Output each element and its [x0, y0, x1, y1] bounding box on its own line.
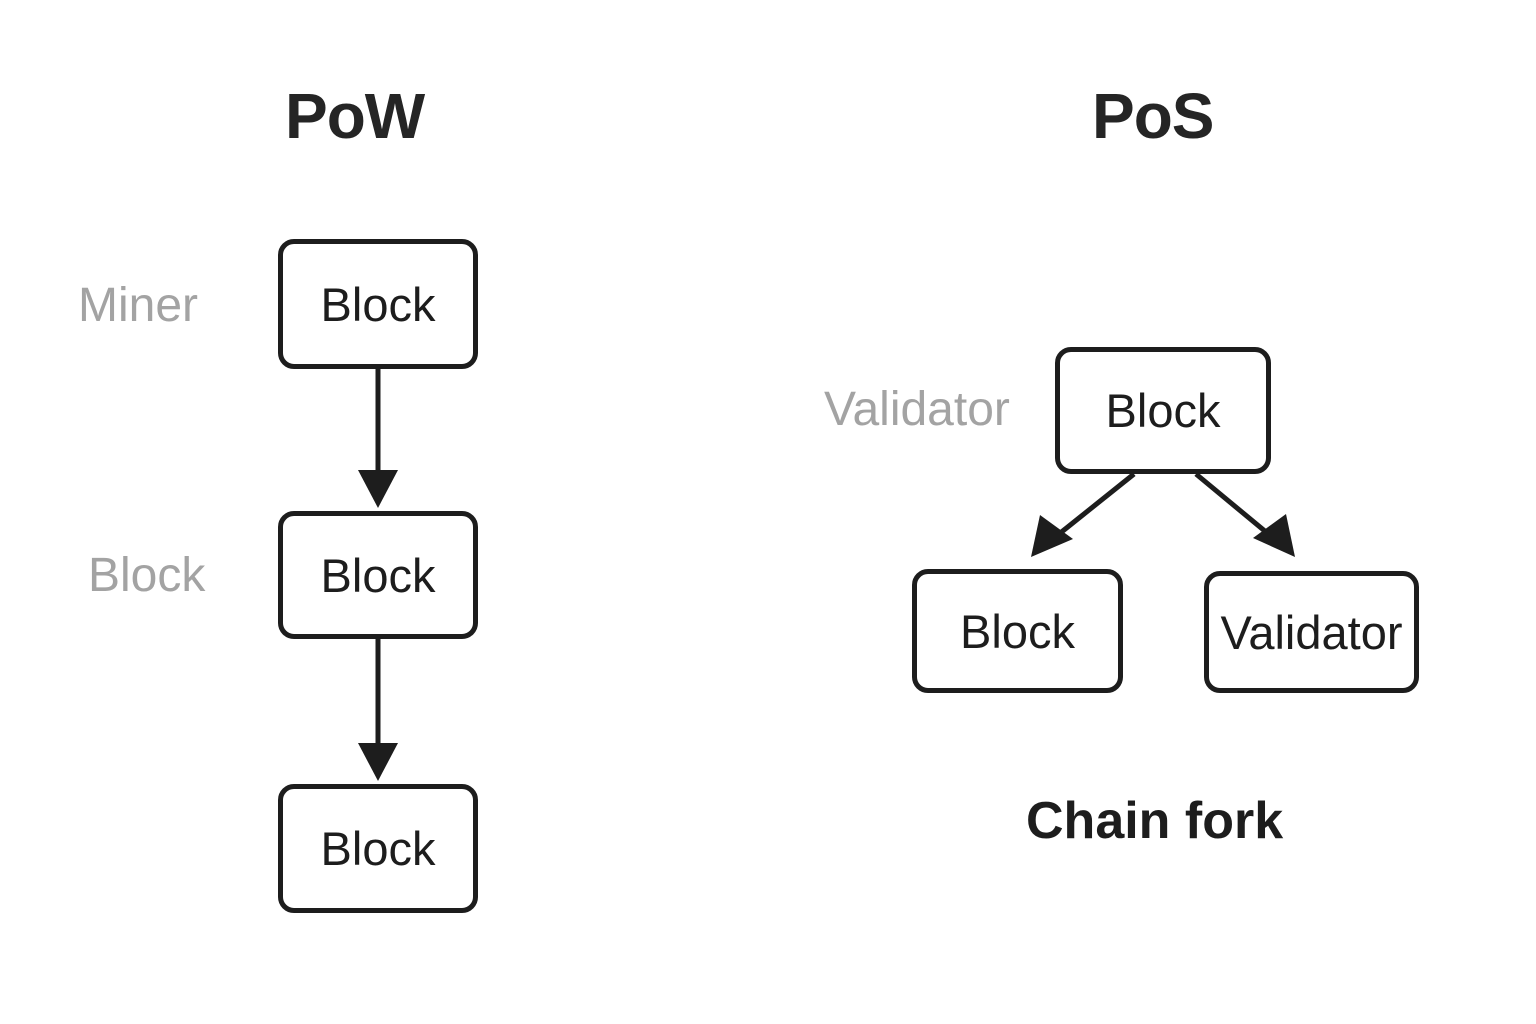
pos-fork-right-node[interactable]: Validator [1204, 571, 1419, 693]
arrow-pow-2 [358, 639, 398, 781]
arrow-pos-right [1194, 472, 1295, 557]
pow-block-node-1-label: Block [320, 277, 436, 331]
pos-root-block-node[interactable]: Block [1055, 347, 1271, 474]
pow-block-node-3[interactable]: Block [278, 784, 478, 913]
pow-side-label-block: Block [88, 549, 206, 602]
pow-section-title: PoW [285, 80, 425, 152]
pos-chain-fork-caption: Chain fork [1026, 792, 1284, 850]
pos-fork-left-node[interactable]: Block [912, 569, 1123, 693]
arrow-pow-1 [358, 369, 398, 508]
pos-side-label-validator: Validator [824, 383, 1010, 436]
pos-fork-left-node-label: Block [960, 604, 1075, 658]
pow-block-node-3-label: Block [320, 822, 436, 875]
pow-block-node-2[interactable]: Block [278, 511, 478, 639]
pow-block-node-2-label: Block [320, 548, 436, 602]
pos-section-title: PoS [1092, 80, 1214, 152]
pos-fork-right-node-label: Validator [1220, 605, 1403, 659]
arrow-pos-left [1031, 472, 1136, 557]
pos-root-block-node-label: Block [1105, 384, 1221, 437]
pow-side-label-miner: Miner [78, 279, 199, 332]
pow-block-node-1[interactable]: Block [278, 239, 478, 369]
